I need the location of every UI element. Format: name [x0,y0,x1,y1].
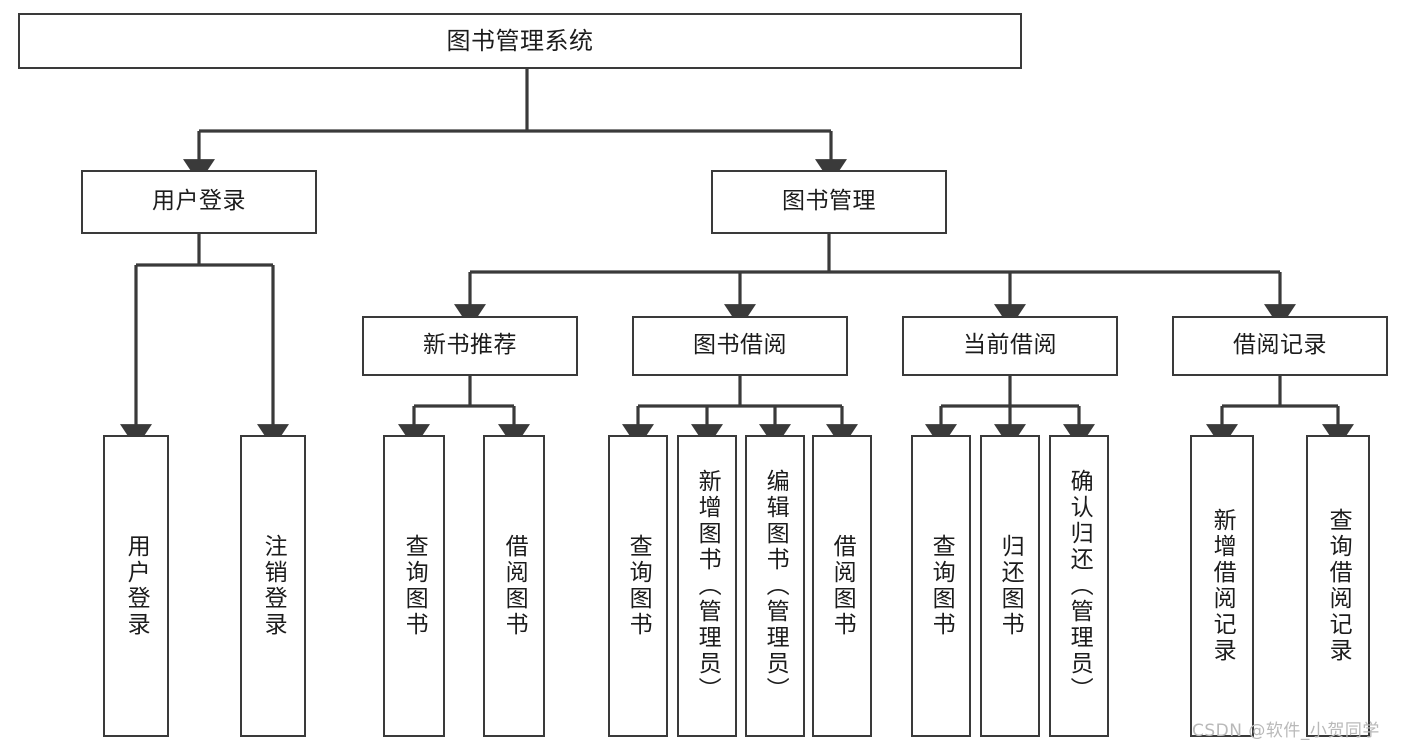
node-leaf-query-record[interactable]: 查询借阅记录 [1306,435,1370,737]
node-leaf-edit-book-label: 编辑图书（管理员） [762,469,789,703]
node-book-borrow[interactable]: 图书借阅 [632,316,848,376]
node-leaf-add-book[interactable]: 新增图书（管理员） [677,435,737,737]
node-leaf-query-book-3[interactable]: 查询图书 [911,435,971,737]
node-leaf-borrow-book-1-label: 借阅图书 [501,534,528,638]
node-leaf-borrow-book-1[interactable]: 借阅图书 [483,435,545,737]
node-leaf-query-book-3-label: 查询图书 [928,534,955,638]
node-new-book-recommend-label: 新书推荐 [423,332,517,359]
node-leaf-query-book-1-label: 查询图书 [401,534,428,638]
node-leaf-add-record[interactable]: 新增借阅记录 [1190,435,1254,737]
node-leaf-query-record-label: 查询借阅记录 [1325,508,1352,664]
node-leaf-confirm-return-label: 确认归还（管理员） [1066,469,1093,703]
node-leaf-user-logout[interactable]: 注销登录 [240,435,306,737]
node-book-manage-label: 图书管理 [782,188,876,215]
node-user-login-label: 用户登录 [152,188,246,215]
node-borrow-record-label: 借阅记录 [1233,332,1327,359]
node-leaf-query-book-2[interactable]: 查询图书 [608,435,668,737]
node-leaf-confirm-return[interactable]: 确认归还（管理员） [1049,435,1109,737]
node-book-borrow-label: 图书借阅 [693,332,787,359]
node-new-book-recommend[interactable]: 新书推荐 [362,316,578,376]
node-leaf-return-book-label: 归还图书 [997,534,1024,638]
node-leaf-edit-book[interactable]: 编辑图书（管理员） [745,435,805,737]
node-root[interactable]: 图书管理系统 [18,13,1022,69]
node-current-borrow[interactable]: 当前借阅 [902,316,1118,376]
node-current-borrow-label: 当前借阅 [963,332,1057,359]
node-leaf-user-login-label: 用户登录 [123,534,150,638]
node-leaf-return-book[interactable]: 归还图书 [980,435,1040,737]
node-leaf-add-record-label: 新增借阅记录 [1209,508,1236,664]
node-leaf-query-book-2-label: 查询图书 [625,534,652,638]
node-leaf-borrow-book-2-label: 借阅图书 [829,534,856,638]
node-book-manage[interactable]: 图书管理 [711,170,947,234]
node-root-label: 图书管理系统 [446,26,594,55]
node-leaf-add-book-label: 新增图书（管理员） [694,469,721,703]
node-leaf-borrow-book-2[interactable]: 借阅图书 [812,435,872,737]
node-leaf-user-logout-label: 注销登录 [260,534,287,638]
node-leaf-query-book-1[interactable]: 查询图书 [383,435,445,737]
node-leaf-user-login[interactable]: 用户登录 [103,435,169,737]
node-user-login[interactable]: 用户登录 [81,170,317,234]
node-borrow-record[interactable]: 借阅记录 [1172,316,1388,376]
